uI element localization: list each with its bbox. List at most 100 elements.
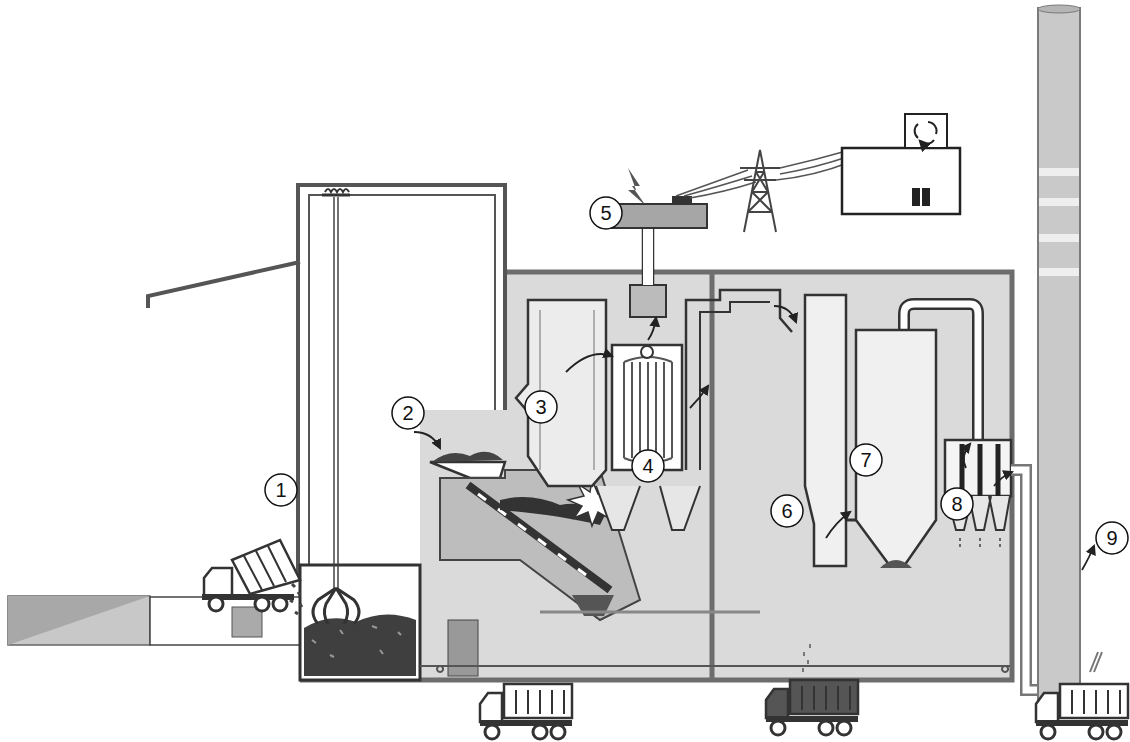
reactor-residue	[880, 560, 912, 568]
callout-ring	[632, 450, 664, 482]
crane-grab	[313, 588, 359, 624]
tube-bundle	[624, 362, 672, 458]
callout-circle: 5	[589, 196, 623, 230]
consumer-building	[842, 148, 960, 214]
boiler	[516, 300, 606, 486]
waste-texture	[312, 626, 401, 657]
falling-residue	[803, 644, 810, 672]
dust-drops	[960, 538, 1000, 548]
callout-number: 7	[860, 450, 871, 470]
callout-ring	[1096, 522, 1128, 554]
window	[922, 188, 930, 206]
flue-duct	[686, 290, 792, 470]
ash-hoppers	[596, 486, 700, 530]
canopy-roof	[148, 262, 300, 308]
callout-number: 4	[642, 456, 653, 476]
feed-hopper	[430, 462, 505, 478]
divider-wall	[710, 272, 715, 680]
flow-arrow	[648, 318, 656, 340]
flow-arrow	[994, 472, 1012, 486]
lightning-bolt	[628, 168, 646, 206]
callout-circle: 6	[770, 494, 804, 528]
discharge-spout	[1090, 652, 1102, 672]
truck-body	[232, 540, 300, 594]
callout-circle: 4	[631, 449, 665, 483]
bunker	[300, 565, 420, 680]
ramp	[8, 596, 150, 645]
ash-pit	[448, 620, 478, 676]
generator-terminal	[672, 196, 692, 204]
recycle-symbol	[915, 122, 937, 144]
filter-bags	[962, 444, 998, 496]
callout-number: 6	[781, 501, 792, 521]
falling-waste	[290, 584, 302, 614]
callout-number: 5	[600, 203, 611, 223]
hopper-waste	[432, 452, 503, 462]
flow-arrow	[566, 354, 612, 372]
truck-wheel	[255, 597, 269, 611]
ramp-shade	[8, 596, 150, 645]
callout-number: 1	[275, 480, 286, 500]
callout-ring	[941, 488, 973, 520]
callout-circle: 3	[524, 390, 558, 424]
truck-cab	[204, 568, 232, 596]
reactor-inlet	[846, 519, 856, 522]
pylon	[740, 150, 780, 232]
callout-ring	[771, 495, 803, 527]
callout-circle: 8	[940, 487, 974, 521]
flow-arrow	[826, 512, 850, 538]
chimney	[1038, 8, 1080, 700]
callout-ring	[590, 197, 622, 229]
flow-arrow	[1082, 546, 1094, 570]
steam-pipe	[643, 228, 653, 285]
callout-ring	[392, 397, 424, 429]
callout-ring	[265, 474, 297, 506]
tube-bends	[624, 357, 672, 463]
callout-circle: 7	[849, 443, 883, 477]
truck-ribs	[244, 546, 286, 590]
chimney-top	[1038, 5, 1080, 13]
steam-drum	[641, 346, 653, 358]
crane-trolley	[322, 194, 350, 197]
residue-truck	[766, 680, 858, 735]
cyclone	[805, 295, 846, 566]
building-interior	[505, 272, 1012, 680]
callout-circle: 1	[264, 473, 298, 507]
callout-number: 9	[1106, 528, 1117, 548]
callout-circle: 9	[1095, 521, 1129, 555]
flow-arrow	[690, 386, 708, 408]
roof-unit	[905, 114, 947, 148]
callout-ring	[525, 391, 557, 423]
truck-wheel	[209, 597, 223, 611]
ash-truck	[480, 684, 572, 739]
chimney-bands	[1039, 172, 1079, 272]
steam-header	[630, 285, 666, 317]
generator	[612, 204, 707, 228]
fly-ash-truck	[1036, 684, 1128, 739]
flow-arrow	[774, 306, 796, 322]
waste-pile	[304, 614, 416, 676]
steam-pipe-fill	[643, 228, 653, 285]
boiler-wall	[540, 310, 594, 470]
callout-number: 3	[535, 397, 546, 417]
tipping-floor	[150, 597, 300, 645]
conveyor-pulleys	[437, 666, 1008, 672]
callout-number: 8	[951, 494, 962, 514]
flow-arrow	[414, 432, 440, 448]
residue-conveyor	[420, 665, 1010, 667]
building-wall	[300, 272, 1012, 680]
door	[232, 607, 262, 637]
power-lines	[676, 170, 756, 198]
truck-wheel	[273, 597, 287, 611]
crane-pulley	[325, 189, 349, 192]
flow-arrow	[964, 444, 970, 468]
dump-truck	[202, 540, 302, 614]
crane-cable	[334, 197, 338, 588]
callout-circle: 2	[391, 396, 425, 430]
power-lines	[776, 150, 850, 180]
flue-duct-inner	[700, 302, 770, 470]
